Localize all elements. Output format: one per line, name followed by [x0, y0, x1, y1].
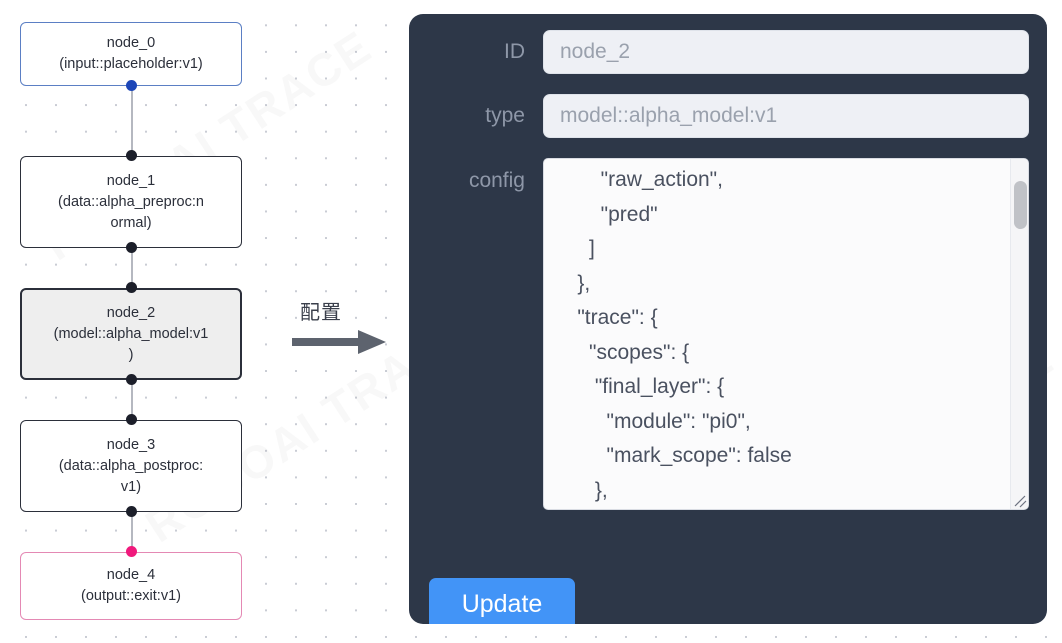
edge-node2-node3 — [130, 380, 133, 422]
arrow-right-icon — [292, 330, 386, 354]
transition-label: 配置 — [300, 300, 342, 324]
graph-node-node_1[interactable]: node_1 (data::alpha_preproc:n ormal) — [20, 156, 242, 248]
port-node_1-input[interactable] — [126, 150, 137, 161]
field-row-type: type model::alpha_model:v1 — [427, 94, 1029, 138]
port-node_0-output[interactable] — [126, 80, 137, 91]
config-textarea[interactable]: "raw_action", "pred" ] }, "trace": { "sc… — [543, 158, 1029, 510]
port-node_1-output[interactable] — [126, 242, 137, 253]
config-scrollbar[interactable] — [1010, 159, 1028, 509]
node-title: node_0 — [106, 35, 156, 51]
config-textarea-text[interactable]: "raw_action", "pred" ] }, "trace": { "sc… — [577, 168, 792, 502]
id-input[interactable]: node_2 — [543, 30, 1029, 74]
field-row-config: config "raw_action", "pred" ] }, "trace"… — [427, 158, 1029, 510]
node-title: node_4 — [106, 567, 156, 583]
config-field-label: config — [468, 169, 525, 192]
node-subtitle: (output::exit:v1) — [81, 588, 181, 604]
node-subtitle: (model::alpha_model:v1 ) — [53, 325, 209, 363]
node-config-panel: ID node_2 type model::alpha_model:v1 con… — [409, 14, 1047, 624]
type-input[interactable]: model::alpha_model:v1 — [543, 94, 1029, 138]
node-title: node_1 — [106, 172, 156, 189]
id-field-label: ID — [504, 40, 525, 63]
graph-node-node_0[interactable]: node_0 (input::placeholder:v1) — [20, 22, 242, 86]
node-subtitle: (data::alpha_preproc:n ormal) — [58, 193, 204, 231]
resize-handle-icon[interactable] — [1011, 492, 1027, 508]
node-subtitle: (data::alpha_postproc: v1) — [58, 457, 204, 495]
port-node_3-input[interactable] — [126, 414, 137, 425]
port-node_4-input[interactable] — [126, 546, 137, 557]
node-subtitle: (input::placeholder:v1) — [59, 56, 203, 72]
edge-node1-node2 — [130, 248, 133, 290]
edge-node0-node1 — [130, 86, 133, 158]
port-node_2-input[interactable] — [126, 282, 137, 293]
port-node_3-output[interactable] — [126, 506, 137, 517]
transition-annotation: 配置 — [292, 296, 392, 358]
config-scrollbar-thumb[interactable] — [1014, 181, 1027, 229]
edge-node3-node4 — [130, 512, 133, 554]
node-title: node_2 — [106, 304, 156, 321]
graph-node-node_4[interactable]: node_4 (output::exit:v1) — [20, 552, 242, 620]
port-node_2-output[interactable] — [126, 374, 137, 385]
field-row-id: ID node_2 — [427, 30, 1029, 74]
type-field-label: type — [485, 104, 525, 127]
graph-node-node_3[interactable]: node_3 (data::alpha_postproc: v1) — [20, 420, 242, 512]
node-title: node_3 — [106, 436, 156, 453]
update-button[interactable]: Update — [429, 578, 575, 624]
graph-node-node_2[interactable]: node_2 (model::alpha_model:v1 ) — [20, 288, 242, 380]
